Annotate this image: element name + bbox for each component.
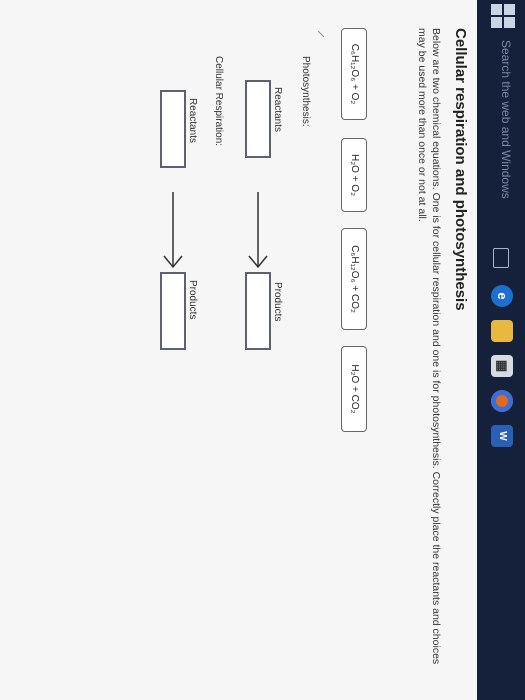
edge-browser-icon[interactable]: e (491, 285, 513, 307)
choice-water-oxygen[interactable]: H₂O + O₂ (341, 138, 367, 212)
firefox-icon[interactable] (491, 390, 513, 412)
word-icon[interactable]: W (491, 425, 513, 447)
file-explorer-icon[interactable] (491, 320, 513, 342)
cellular-respiration-reactants-label: Reactants (187, 98, 198, 144)
choice-glucose-carbon-dioxide[interactable]: C₆H₁₂O₆ + CO₂ (341, 228, 367, 330)
page-title: Cellular respiration and photosynthesis (452, 28, 469, 311)
cellular-respiration-products-label: Products (187, 280, 198, 320)
taskbar-search-input[interactable]: Search the web and Windows (499, 40, 513, 199)
photosynthesis-reactants-label: Reactants (272, 87, 283, 133)
instructions-text: Below are two chemical equations. One is… (416, 28, 442, 665)
photosynthesis-reactants-dropzone[interactable] (245, 80, 271, 158)
cellular-respiration-arrow-icon (163, 192, 183, 269)
photosynthesis-label: Photosynthesis: (300, 56, 311, 127)
windows-taskbar: Search the web and Windows e ▦ W (477, 0, 525, 700)
photosynthesis-products-dropzone[interactable] (245, 272, 271, 350)
photosynthesis-arrow-icon (248, 192, 268, 269)
cellular-respiration-label: Cellular Respiration: (213, 56, 224, 147)
task-view-icon[interactable] (493, 248, 509, 268)
cellular-respiration-products-dropzone[interactable] (160, 272, 186, 350)
cellular-respiration-reactants-dropzone[interactable] (160, 90, 186, 168)
choice-water-carbon-dioxide[interactable]: H₂O + CO₂ (341, 346, 367, 432)
store-icon[interactable]: ▦ (491, 355, 513, 377)
pencil-icon (317, 30, 325, 38)
question-content: Cellular respiration and photosynthesis … (160, 28, 469, 665)
windows-logo-icon[interactable] (489, 4, 515, 30)
photosynthesis-products-label: Products (272, 282, 283, 322)
choice-glucose-oxygen[interactable]: C₆H₁₂O₆ + O₂ (341, 28, 367, 120)
